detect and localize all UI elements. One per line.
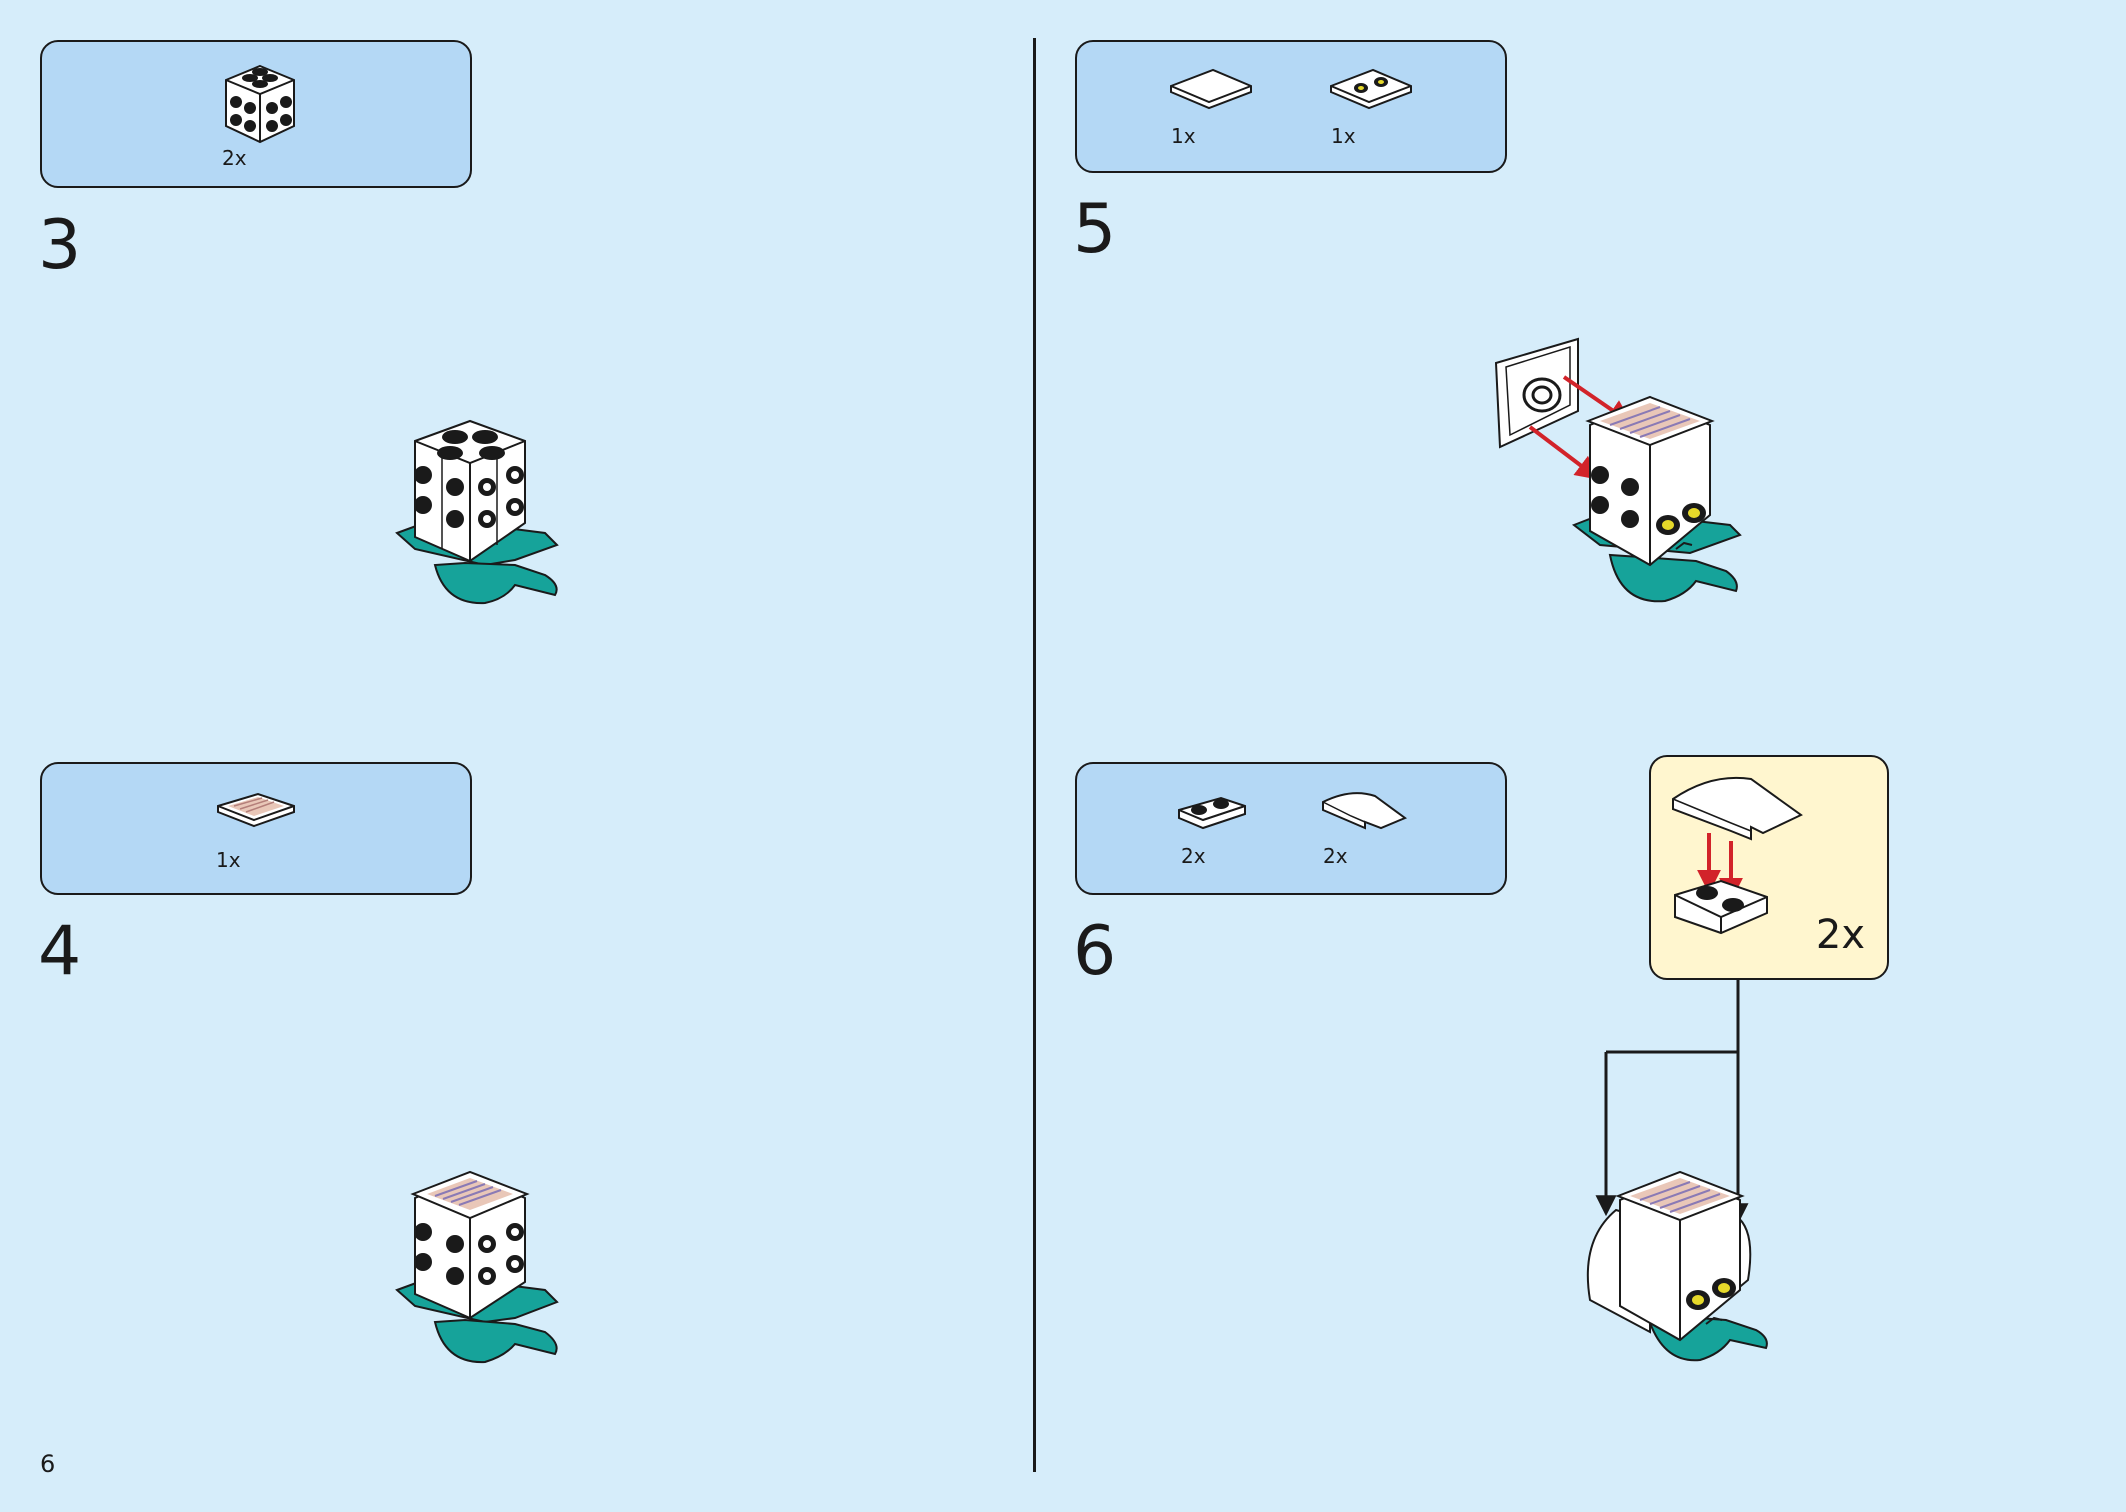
part-plain-tile [1169,66,1253,116]
brick-2x2-studs-on-sides-white-icon [225,64,295,144]
part-qty: 2x [1181,844,1206,868]
part-qty: 1x [1171,124,1196,148]
step-5-model-illustration [1490,335,1750,614]
part-curved-slope [1321,788,1409,838]
sub-assembly-illustration [1672,776,1803,935]
step-4-model-illustration [395,1168,565,1372]
parts-box-step-4: 1x [40,762,472,895]
step-3-model-illustration [395,415,565,614]
part-printed-tile [214,790,298,840]
step-6-model-illustration [1550,980,1780,1384]
part-qty: 1x [216,848,241,872]
step-number: 6 [1073,912,1117,991]
plate-1x2-two-studs-icon [1178,796,1246,830]
curved-slope-white-icon [1322,792,1408,830]
parts-box-step-5: 1x 1x [1075,40,1507,173]
tile-2x2-printed-grille-icon [217,792,295,828]
sub-assembly-callout: 2x [1649,755,1889,980]
page-divider [1033,38,1036,1472]
part-qty: 2x [222,146,247,170]
page-number: 6 [40,1450,56,1478]
step-number: 5 [1073,190,1117,269]
parts-box-step-6: 2x 2x [1075,762,1507,895]
parts-box-step-3: 2x [40,40,472,188]
step-number: 4 [38,912,82,991]
tile-2x2-printed-eyes-icon [1330,68,1412,110]
callout-qty: 2x [1815,912,1865,958]
part-plate-1x2 [1177,794,1247,834]
tile-2x2-white-icon [1170,68,1252,110]
step-number: 3 [38,206,82,285]
part-eyes-tile [1329,66,1413,116]
part-brick-studs-on-sides [220,60,300,150]
part-qty: 1x [1331,124,1356,148]
part-qty: 2x [1323,844,1348,868]
